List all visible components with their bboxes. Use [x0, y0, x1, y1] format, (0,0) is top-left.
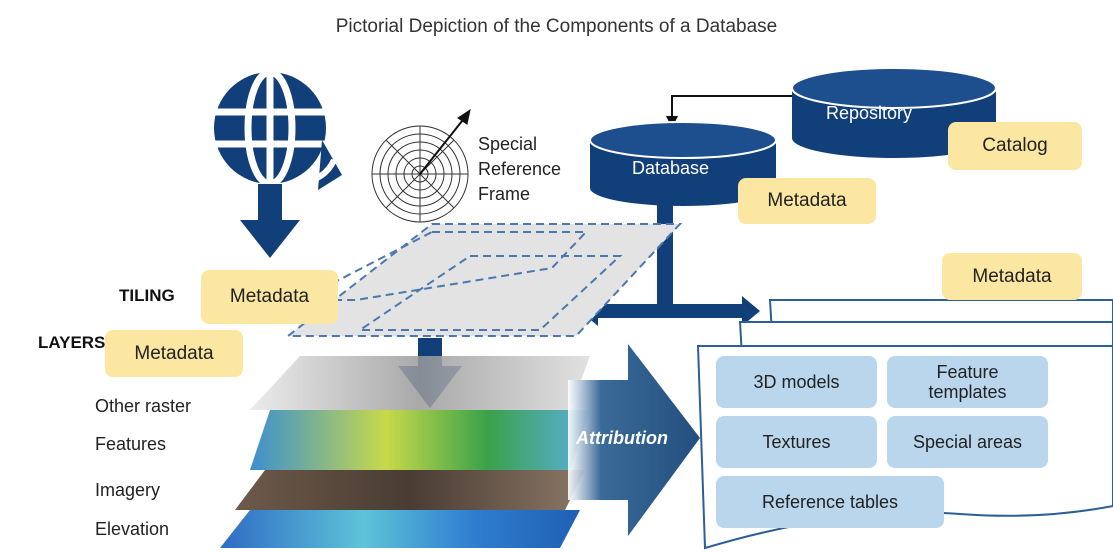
database-metadata-badge: Metadata [738, 178, 876, 224]
attribution-metadata-badge: Metadata [942, 253, 1082, 300]
catalog-badge: Catalog [948, 122, 1082, 170]
layer-stack [220, 356, 590, 548]
attr-feature-templates: Feature templates [887, 356, 1048, 408]
globe-icon [214, 68, 342, 190]
attr-reference-tables: Reference tables [716, 476, 944, 528]
database-cylinder [589, 121, 777, 206]
layer-other-raster: Other raster [95, 396, 192, 416]
layers-metadata-badge: Metadata [105, 330, 243, 377]
repository-label: Repository [826, 103, 913, 123]
diagram-title: Pictorial Depiction of the Components of… [335, 16, 778, 37]
layer-imagery: Imagery [95, 480, 161, 500]
database-label: Database [632, 158, 710, 178]
tiling-metadata-badge: Metadata [201, 270, 338, 324]
polar-grid-icon [371, 108, 471, 223]
attribution-arrow [568, 344, 700, 536]
attr-special-areas: Special areas [887, 416, 1048, 468]
layers-label: LAYERS [38, 333, 106, 352]
attribution-label: Attribution [576, 428, 668, 448]
special-reference-frame-label: Special Reference Frame [478, 134, 562, 204]
layer-features: Features [95, 434, 167, 454]
globe-down-arrow [240, 184, 300, 258]
attr-3d-models: 3D models [716, 356, 877, 408]
attr-textures: Textures [716, 416, 877, 468]
layer-elevation: Elevation [95, 519, 170, 539]
tiling-plane [285, 223, 683, 337]
tiling-label: TILING [119, 286, 175, 305]
